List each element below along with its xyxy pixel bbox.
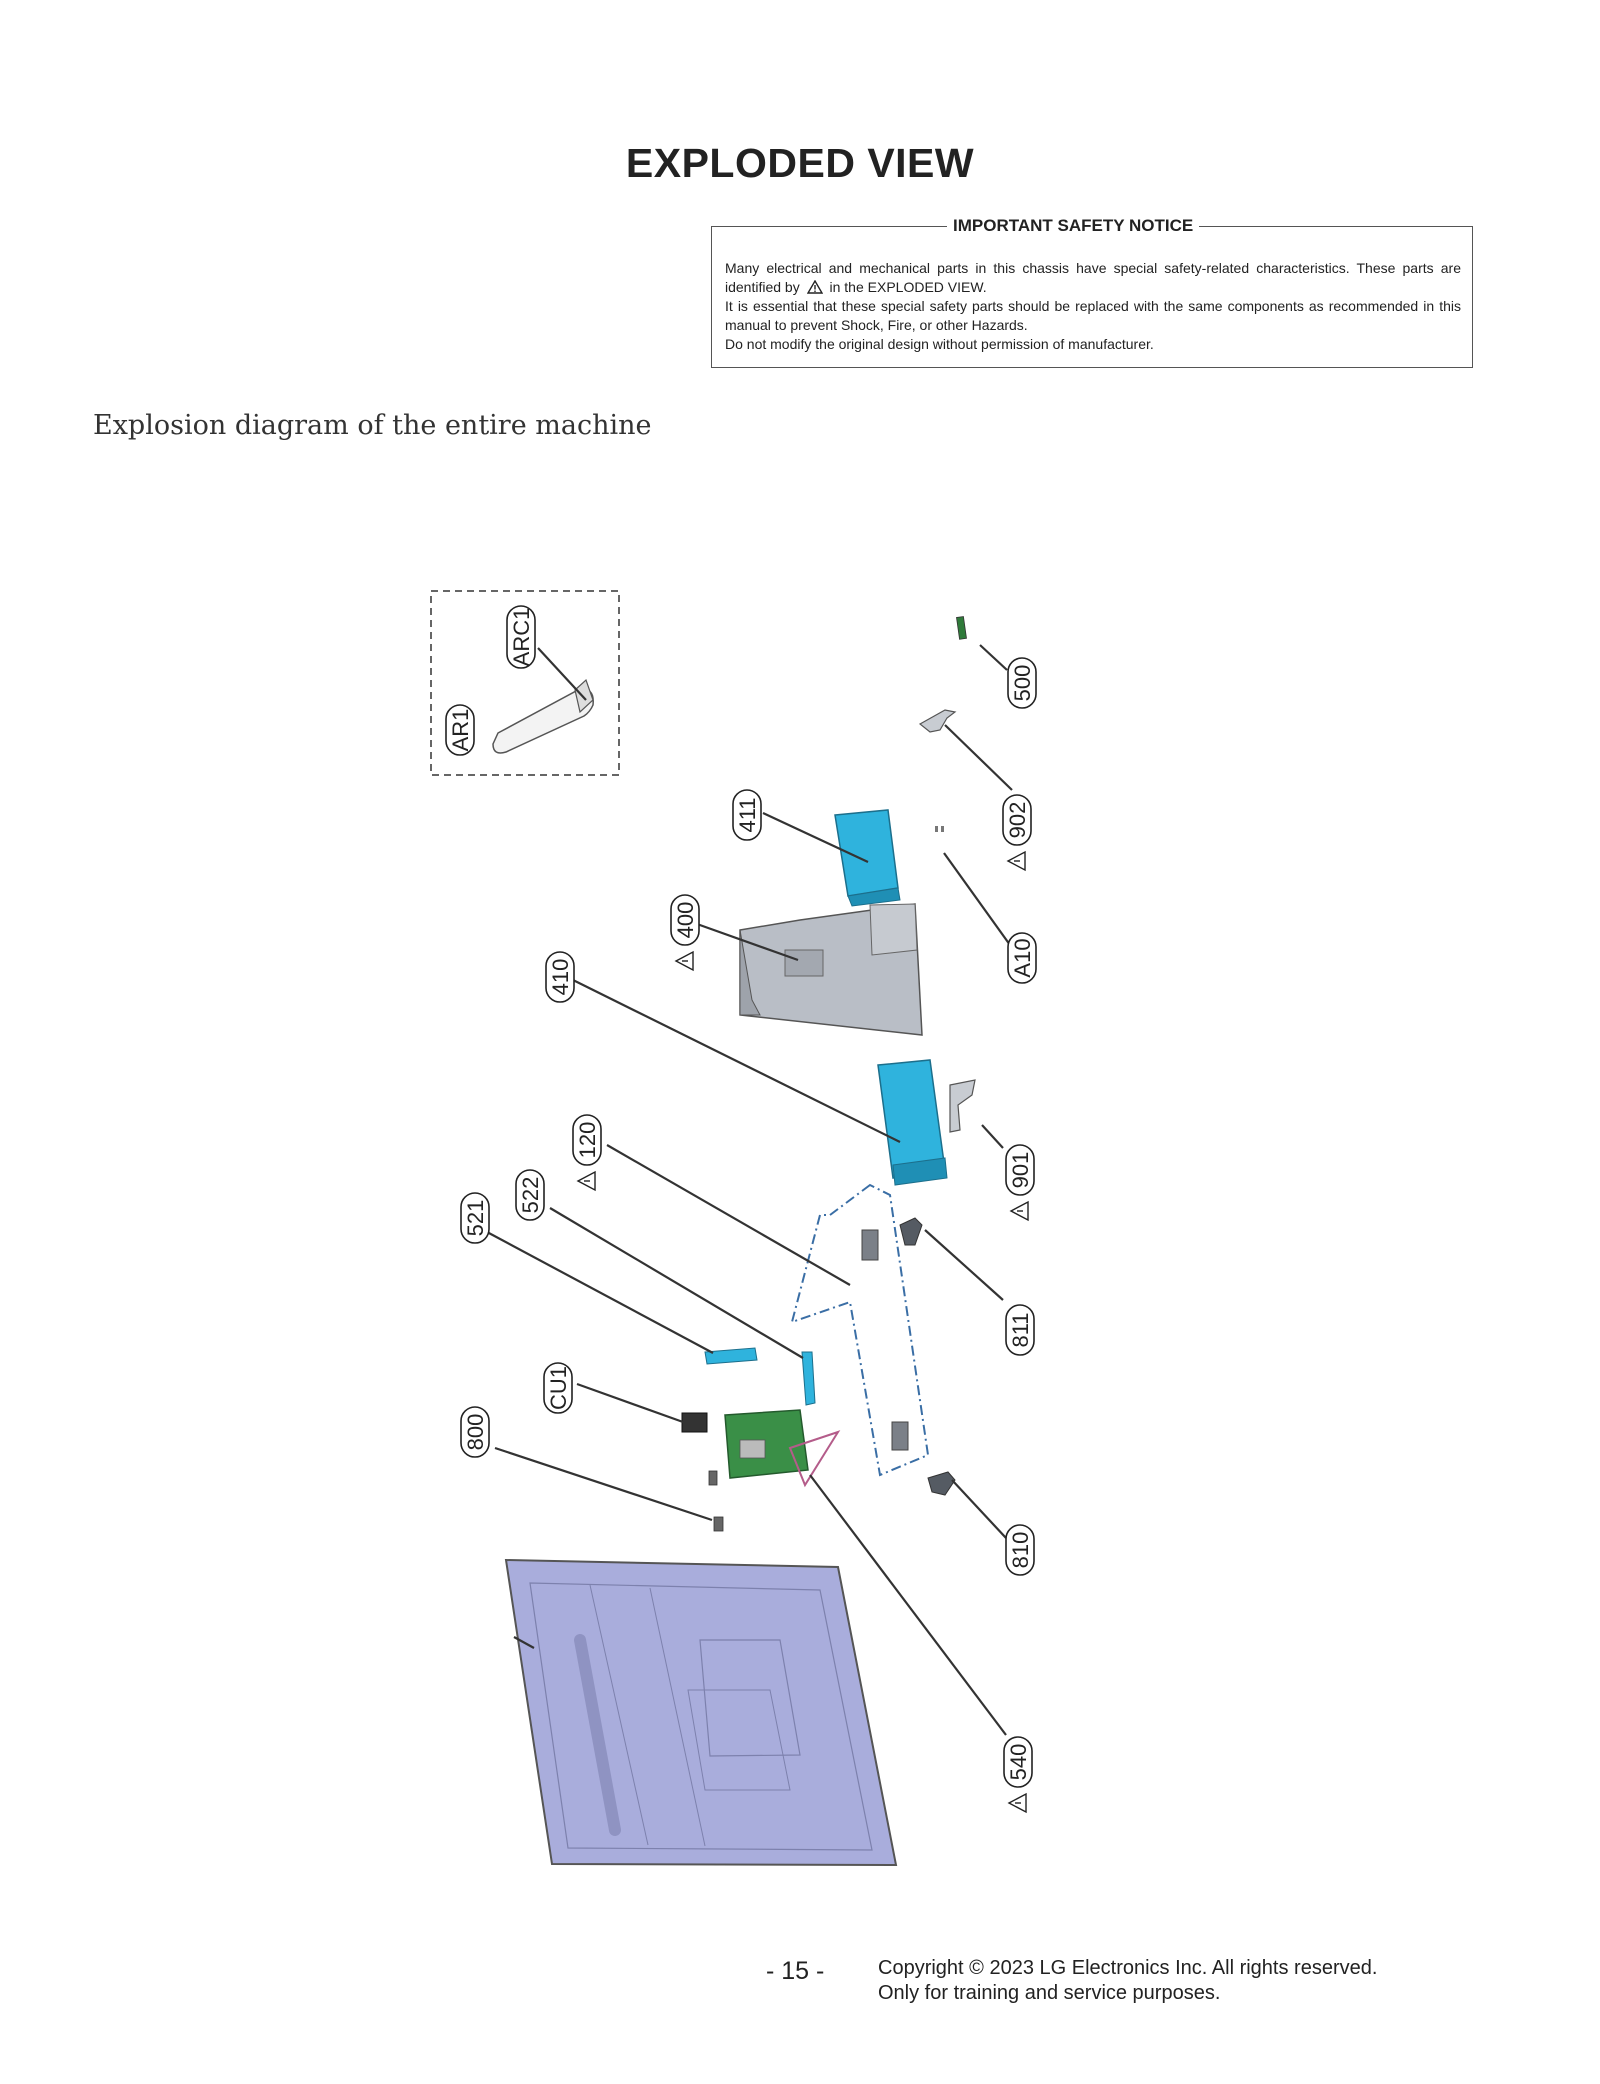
safety-warning-icon	[1006, 850, 1026, 872]
part-500	[956, 616, 967, 640]
part-label-902: 902	[1002, 794, 1032, 872]
part-label-540: 540	[1003, 1736, 1033, 1814]
part-800	[708, 1470, 724, 1532]
part-a10	[935, 826, 944, 832]
part-label-521: 521	[460, 1192, 490, 1244]
safety-warning-icon	[674, 950, 694, 972]
part-label-811: 811	[1005, 1304, 1035, 1356]
part-411	[834, 809, 901, 907]
part-label-text: ARC1	[509, 608, 534, 667]
warning-triangle-icon	[806, 280, 823, 294]
copyright-block: Copyright © 2023 LG Electronics Inc. All…	[878, 1956, 1377, 2006]
part-811	[899, 1217, 923, 1246]
safety-notice-title: IMPORTANT SAFETY NOTICE	[947, 216, 1200, 236]
part-label-cu1: CU1	[543, 1362, 573, 1414]
part-label-text: CU1	[546, 1366, 571, 1410]
part-label-text: 810	[1008, 1532, 1033, 1569]
safety-notice-line-3: Do not modify the original design withou…	[725, 336, 1154, 352]
safety-notice-body: Many electrical and mechanical parts in …	[725, 259, 1461, 354]
part-label-text: A10	[1010, 938, 1035, 977]
part-label-text: 521	[463, 1200, 488, 1237]
remote-control-part	[492, 678, 594, 754]
part-120	[790, 1183, 930, 1477]
part-label-810: 810	[1005, 1524, 1035, 1576]
part-label-411: 411	[732, 789, 762, 841]
part-label-500: 500	[1007, 657, 1037, 709]
part-label-text: 902	[1005, 802, 1030, 839]
safety-notice-text-suffix: in the EXPLODED VIEW.	[829, 279, 987, 295]
safety-warning-icon	[1009, 1200, 1029, 1222]
diagram-subtitle: Explosion diagram of the entire machine	[93, 410, 652, 441]
part-label-ar1: AR1	[445, 704, 475, 756]
part-label-text: 400	[673, 902, 698, 939]
safety-notice-text: Many electrical and mechanical parts in …	[725, 260, 1461, 295]
part-400	[739, 903, 923, 1036]
safety-warning-icon	[576, 1170, 596, 1192]
part-901	[949, 1079, 976, 1133]
remote-accessory-box	[430, 590, 620, 776]
part-label-text: 540	[1006, 1744, 1031, 1781]
part-label-text: 411	[735, 797, 760, 832]
part-label-text: 800	[463, 1414, 488, 1451]
part-label-text: 811	[1008, 1312, 1033, 1347]
part-label-901: 901	[1005, 1144, 1035, 1222]
part-522	[801, 1351, 816, 1406]
display-panel	[504, 1558, 898, 1867]
part-label-410: 410	[545, 951, 575, 1003]
leader-lines	[486, 644, 1013, 1736]
usage-text: Only for training and service purposes.	[878, 1982, 1221, 2004]
part-label-a10: A10	[1007, 932, 1037, 984]
part-label-text: 522	[518, 1177, 543, 1214]
part-521	[704, 1347, 758, 1365]
part-label-text: 410	[548, 959, 573, 996]
part-label-400: 400	[670, 894, 700, 972]
part-410	[877, 1059, 948, 1186]
copyright-text: Copyright © 2023 LG Electronics Inc. All…	[878, 1957, 1378, 1979]
part-label-800: 800	[460, 1406, 490, 1458]
page-number: - 15 -	[766, 1957, 825, 1985]
safety-notice-line-1: Many electrical and mechanical parts in …	[725, 259, 1461, 297]
part-902	[918, 709, 957, 733]
safety-notice-line-2: It is essential that these special safet…	[725, 298, 1461, 333]
part-label-arc1: ARC1	[506, 605, 536, 669]
part-label-text: AR1	[448, 709, 473, 752]
part-540-mainboard	[724, 1409, 841, 1488]
part-label-text: 500	[1010, 665, 1035, 702]
part-label-522: 522	[515, 1169, 545, 1221]
safety-notice-box: IMPORTANT SAFETY NOTICE Many electrical …	[711, 216, 1473, 368]
part-label-text: 120	[575, 1122, 600, 1159]
safety-warning-icon	[1007, 1792, 1027, 1814]
part-label-120: 120	[572, 1114, 602, 1192]
part-label-text: 901	[1008, 1152, 1033, 1189]
page-title: EXPLODED VIEW	[625, 140, 975, 186]
part-810	[927, 1471, 956, 1496]
